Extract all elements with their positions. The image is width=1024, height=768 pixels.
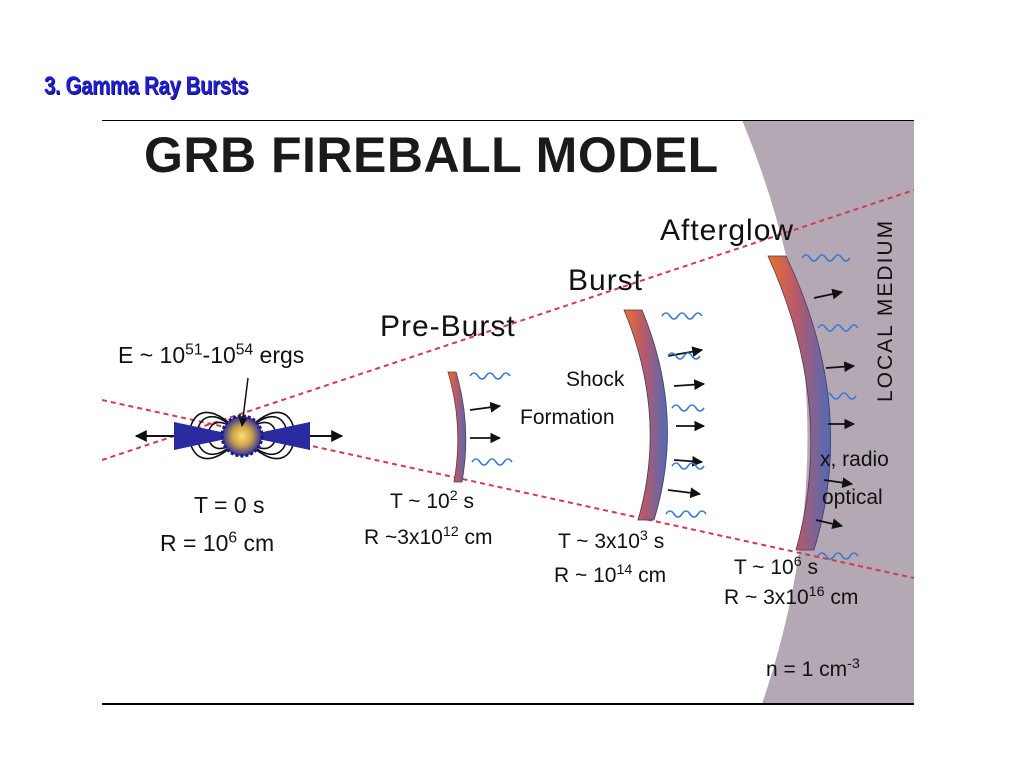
energy-label: E ~ 1051-1054 ergs [118,341,305,368]
afterglow-arrows [813,288,856,530]
pre-burst-arrows [469,401,502,444]
stage0-time: T = 0 s [194,492,265,518]
afterglow-wavy [801,254,859,560]
figure-top-rule [102,120,914,121]
shell-afterglow [767,255,832,551]
emission-xray-radio-label: x, radio [820,448,889,471]
diagram-title: GRB FIREBALL MODEL [144,127,719,183]
stage-label-pre-burst: Pre-Burst [380,310,516,343]
local-medium-label: LOCAL MEDIUM [874,218,897,402]
jet-left [174,422,240,450]
cone-upper-line [102,189,914,461]
stage1-time: T ~ 102 s [390,488,475,513]
central-engine [220,414,264,458]
energy-pointer [238,377,249,427]
pre-burst-wavy [469,372,513,466]
shell-pre-burst [447,371,467,483]
burst-wavy [661,312,707,518]
figure-bottom-rule [102,703,914,705]
grb-fireball-diagram: GRB FIREBALL MODEL LOCAL MEDIUM E ~ 1051… [102,120,914,704]
diagram-graphic [102,120,914,704]
slide-title: 3. Gamma Ray Bursts [44,72,249,100]
stage0-radius: R = 106 cm [160,529,275,556]
stage-label-burst: Burst [568,264,644,297]
shock-label: Shock [566,368,625,391]
formation-label: Formation [520,406,615,429]
shell-burst [623,309,668,521]
stage1-radius: R ~3x1012 cm [364,524,493,549]
stage3-radius: R ~ 3x1016 cm [724,584,859,609]
stage2-time: T ~ 3x103 s [558,528,665,553]
stage2-radius: R ~ 1014 cm [554,562,667,587]
density-label: n = 1 cm-3 [766,656,860,681]
stage-label-afterglow: Afterglow [660,214,795,247]
stage3-time: T ~ 106 s [734,554,819,579]
emission-optical-label: optical [822,486,883,509]
burst-arrows [667,346,706,499]
jet-right [244,422,310,450]
